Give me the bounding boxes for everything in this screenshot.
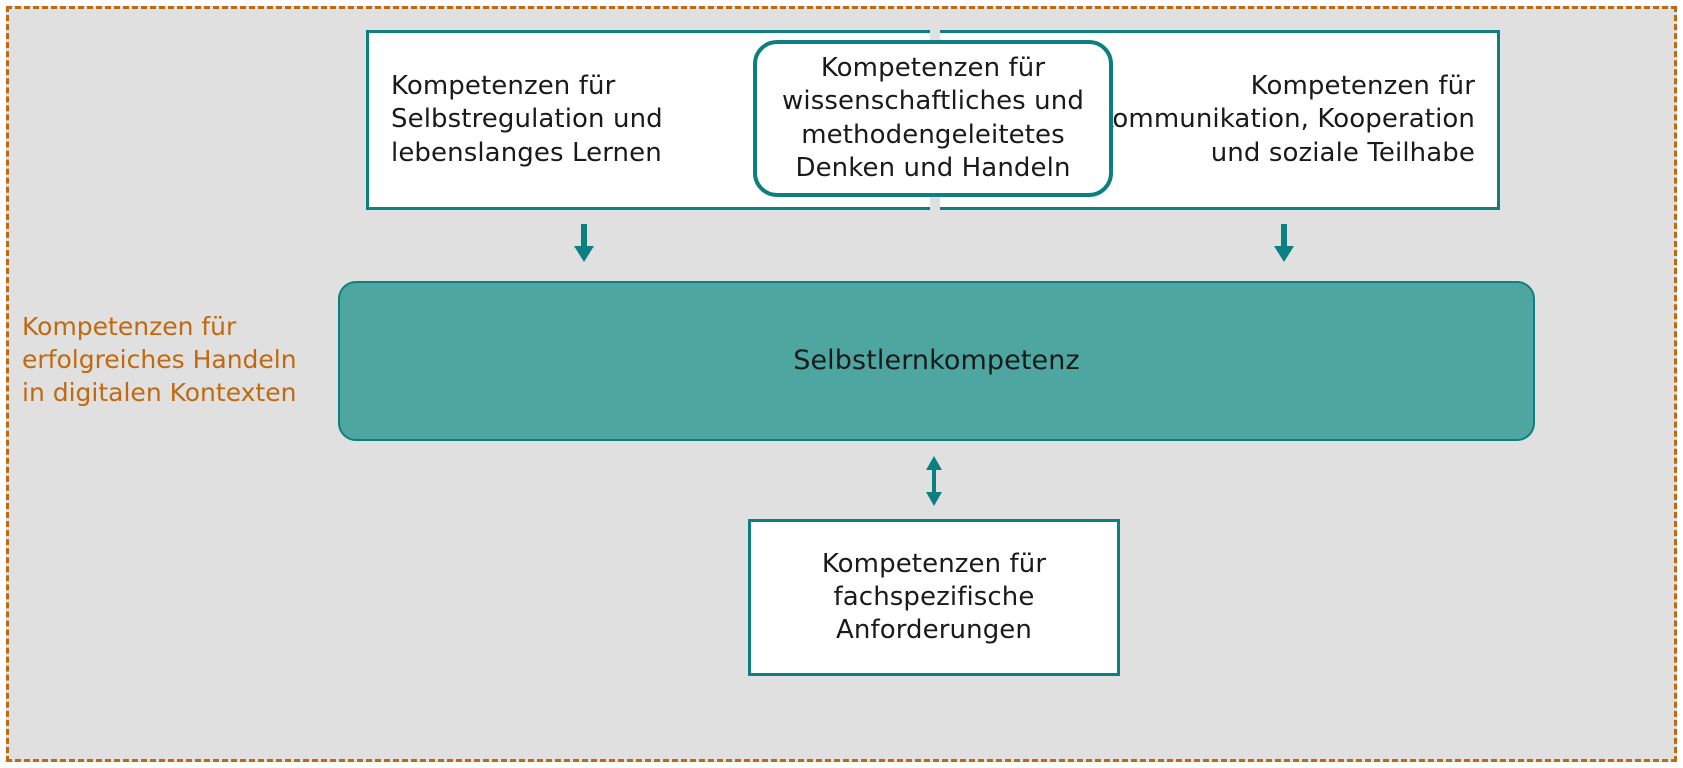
arrow-down-icon-right	[1274, 224, 1294, 262]
box-selbstlernkompetenz: Selbstlernkompetenz	[338, 281, 1535, 441]
arrow-updown-icon	[926, 456, 942, 506]
box-selbstlernkompetenz-text: Selbstlernkompetenz	[793, 344, 1080, 376]
box-selbstregulation-text: Kompetenzen für Selbstregulation und leb…	[391, 71, 663, 168]
side-label-digital-contexts: Kompetenzen für erfolgreiches Handeln in…	[22, 312, 297, 407]
box-wissenschaftliches-denken: Kompetenzen für wissenschaftliches und m…	[753, 40, 1113, 197]
arrow-down-icon-left	[574, 224, 594, 262]
box-wissenschaftliches-denken-text: Kompetenzen für wissenschaftliches und m…	[782, 52, 1084, 183]
box-fachspezifische-anforderungen-text: Kompetenzen für fachspezifische Anforder…	[821, 548, 1047, 646]
box-kommunikation-text: Kompetenzen für Kommunikation, Kooperati…	[1096, 71, 1475, 168]
box-fachspezifische-anforderungen: Kompetenzen für fachspezifische Anforder…	[748, 519, 1120, 676]
